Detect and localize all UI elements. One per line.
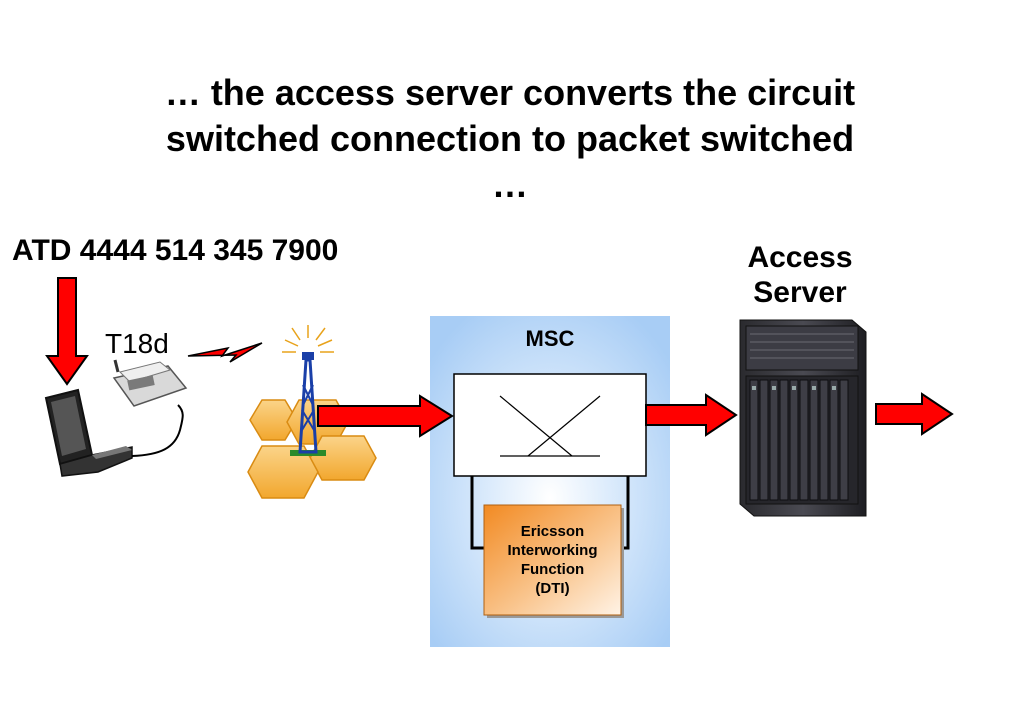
server-rack-icon [739,319,867,517]
arrow-out [875,392,954,436]
iwf-label-box: Ericsson Interworking Function (DTI) [484,505,621,615]
access-server-label: Access Server [747,241,853,309]
arrow-to-msc [317,394,454,438]
iwf-label: Ericsson Interworking Function (DTI) [507,523,598,597]
radio-tower-icon [282,325,334,456]
mobile-phone-icon [112,359,188,407]
down-arrow [45,277,89,386]
arrow-to-access-server [645,393,738,437]
iwf-box [483,504,624,618]
page-title: … the access server converts the circuit… [60,70,960,208]
title-line-2: switched connection to packet switched [165,118,855,159]
laptop-icon [44,388,184,477]
title-line-1: … the access server converts the circuit [164,72,856,113]
lightning-icon [187,342,263,363]
phone-label: T18d [105,328,169,359]
title-line-3: … [492,164,528,205]
switch-icon [453,373,647,477]
dial-command: ATD 4444 514 345 7900 [12,234,339,267]
msc-label: MSC [525,326,575,351]
